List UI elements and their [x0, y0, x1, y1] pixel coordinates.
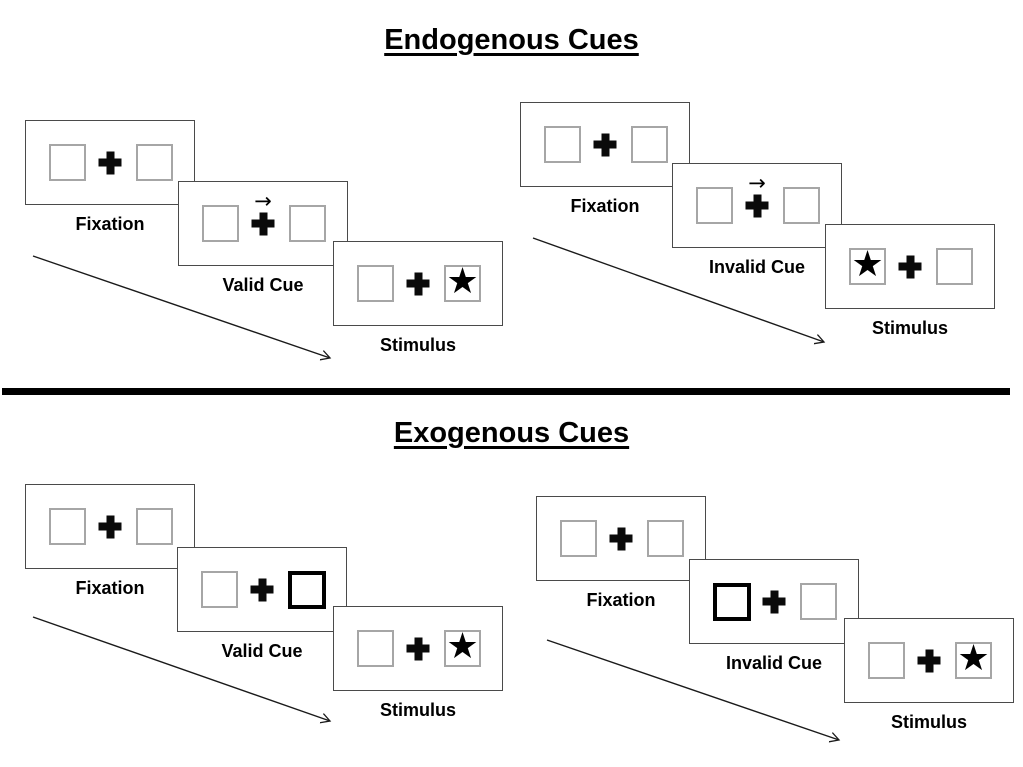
left-placeholder-box: [868, 642, 905, 679]
panel-endo-invalid-fixation: [520, 102, 690, 187]
star-icon: ★: [851, 244, 884, 285]
panel-exo-valid-stimulus: ★: [333, 606, 503, 691]
left-highlighted-cue-box: [713, 583, 751, 621]
panel-endo-invalid-stimulus: ★: [825, 224, 995, 309]
timeline-arrow-endo-valid: [32, 255, 330, 358]
fixation-cross-icon: [745, 194, 769, 217]
panel-label-fixation: Fixation: [570, 196, 640, 216]
fixation-cross-icon: [917, 649, 941, 672]
panel-label-fixation: Fixation: [586, 590, 656, 610]
panel-label-stimulus: Stimulus: [871, 318, 948, 338]
right-target-box: ★: [444, 261, 481, 302]
timeline-arrow-endo-invalid: [532, 237, 824, 342]
panel-exo-invalid-cue: [689, 559, 859, 644]
right-placeholder-box: [289, 205, 326, 242]
timeline-arrow-exo-valid: [32, 616, 330, 721]
fixation-cross-icon: [609, 527, 633, 550]
right-placeholder-box: [647, 520, 684, 557]
left-placeholder-box: [560, 520, 597, 557]
left-placeholder-box: [357, 630, 394, 667]
right-placeholder-box: [936, 248, 973, 285]
panel-exo-invalid-fixation: [536, 496, 706, 581]
fixation-cross-icon: [98, 515, 122, 538]
panel-exo-valid-cue: [177, 547, 347, 632]
star-icon: ★: [957, 638, 990, 679]
panel-endo-invalid-cue: →: [672, 163, 842, 248]
section-divider: [2, 388, 1010, 395]
panel-label-fixation: Fixation: [75, 578, 145, 598]
right-placeholder-box: [800, 583, 837, 620]
panel-exo-invalid-stimulus: ★: [844, 618, 1014, 703]
star-icon: ★: [446, 261, 479, 302]
right-target-box: ★: [444, 626, 481, 667]
timeline-arrow-exo-invalid: [546, 639, 839, 740]
right-placeholder-box: [783, 187, 820, 224]
panel-label-stimulus: Stimulus: [379, 335, 456, 355]
fixation-cross-icon: [250, 578, 274, 601]
panel-exo-valid-fixation: [25, 484, 195, 569]
right-highlighted-cue-box: [288, 571, 326, 609]
fixation-cross-icon: [406, 637, 430, 660]
left-target-box: ★: [849, 244, 886, 285]
left-placeholder-box: [202, 205, 239, 242]
left-placeholder-box: [49, 508, 86, 545]
section-title-endogenous: Endogenous Cues: [384, 24, 639, 56]
panel-label-invalid-cue: Invalid Cue: [708, 257, 806, 277]
right-placeholder-box: [136, 144, 173, 181]
panel-endo-valid-cue: →: [178, 181, 348, 266]
left-placeholder-box: [696, 187, 733, 224]
left-placeholder-box: [544, 126, 581, 163]
right-placeholder-box: [631, 126, 668, 163]
left-placeholder-box: [357, 265, 394, 302]
panel-label-stimulus: Stimulus: [379, 700, 456, 720]
panel-endo-valid-fixation: [25, 120, 195, 205]
panel-label-fixation: Fixation: [75, 214, 145, 234]
panel-endo-valid-stimulus: ★: [333, 241, 503, 326]
left-placeholder-box: [49, 144, 86, 181]
cue-arrow-icon: →: [748, 171, 766, 195]
section-title-exogenous: Exogenous Cues: [393, 417, 630, 449]
cue-arrow-icon: →: [254, 189, 272, 213]
star-icon: ★: [446, 626, 479, 667]
right-target-box: ★: [955, 638, 992, 679]
fixation-cross-icon: [98, 151, 122, 174]
fixation-cross-icon: [898, 255, 922, 278]
fixation-cross-icon: [251, 212, 275, 235]
fixation-cross-icon: [406, 272, 430, 295]
panel-label-valid-cue: Valid Cue: [222, 275, 304, 295]
right-placeholder-box: [136, 508, 173, 545]
panel-label-invalid-cue: Invalid Cue: [725, 653, 823, 673]
left-placeholder-box: [201, 571, 238, 608]
fixation-cross-icon: [593, 133, 617, 156]
panel-label-valid-cue: Valid Cue: [221, 641, 303, 661]
panel-label-stimulus: Stimulus: [890, 712, 967, 732]
fixation-cross-icon: [762, 590, 786, 613]
